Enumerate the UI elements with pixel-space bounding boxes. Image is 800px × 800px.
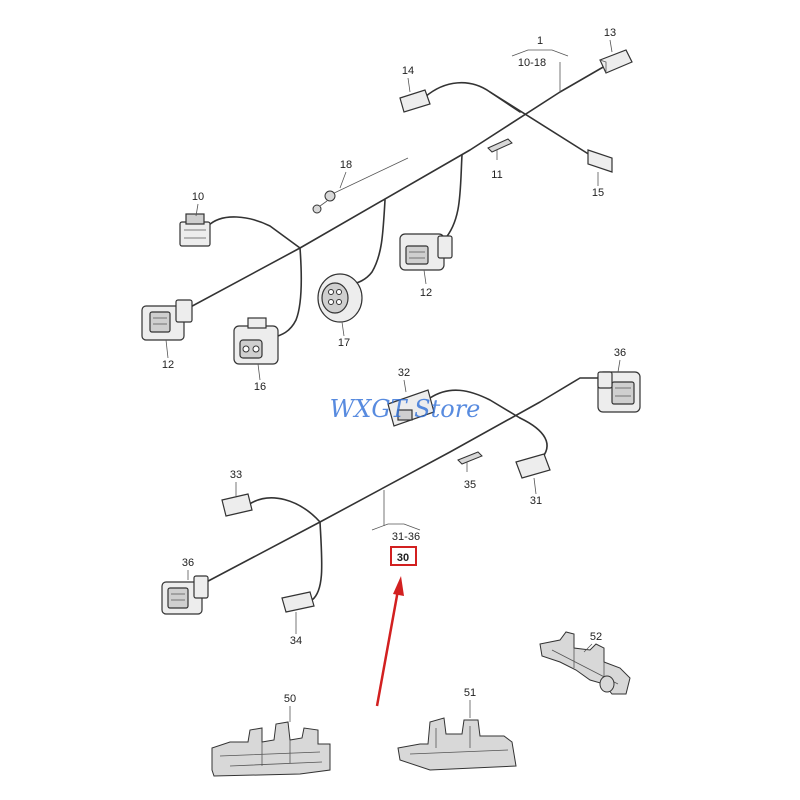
lower-harness-branch-34 xyxy=(311,521,323,601)
label-part-35: 35 xyxy=(464,479,476,491)
connector-34 xyxy=(281,591,315,613)
label-part-34: 34 xyxy=(290,635,302,647)
label-part-1: 1 xyxy=(537,35,543,47)
label-part-31: 31 xyxy=(530,495,542,507)
label-part-12-left: 12 xyxy=(162,359,174,371)
label-range-31-36: 31-36 xyxy=(392,531,420,543)
label-part-33: 33 xyxy=(230,469,242,481)
label-part-17: 17 xyxy=(338,337,350,349)
upper-harness-branch-14 xyxy=(424,81,521,113)
clip-35 xyxy=(457,451,483,465)
connector-12-left xyxy=(141,299,193,341)
highlight-box-30 xyxy=(390,546,417,566)
label-part-13: 13 xyxy=(604,27,616,39)
connector-33 xyxy=(221,493,253,517)
connector-36-left xyxy=(161,575,209,615)
label-part-36-right: 36 xyxy=(614,347,626,359)
label-part-36-left: 36 xyxy=(182,557,194,569)
label-part-32: 32 xyxy=(398,367,410,379)
upper-harness-branch-16 xyxy=(271,247,302,339)
bracket-10-18 xyxy=(511,49,569,57)
connector-16 xyxy=(233,317,279,365)
cable-tie-18 xyxy=(312,190,336,214)
connector-36-right xyxy=(597,371,641,413)
label-range-10-18: 10-18 xyxy=(518,57,546,69)
connector-14 xyxy=(399,89,431,113)
label-part-15: 15 xyxy=(592,187,604,199)
red-arrow-icon xyxy=(375,576,404,707)
watermark-text: WXGT Store xyxy=(330,395,481,423)
lower-harness-branch-33 xyxy=(247,497,321,523)
upper-harness-branch-17 xyxy=(349,199,386,286)
label-part-16: 16 xyxy=(254,381,266,393)
lower-harness-branch-32 xyxy=(429,389,521,419)
connector-12-right xyxy=(399,233,453,271)
upper-harness-branch-10 xyxy=(207,216,301,249)
cable-tie-18-strap xyxy=(329,157,409,196)
label-part-11: 11 xyxy=(491,169,502,181)
label-part-51: 51 xyxy=(464,687,476,699)
clip-11 xyxy=(487,138,513,153)
label-part-14: 14 xyxy=(402,65,414,77)
label-part-10: 10 xyxy=(192,191,204,203)
bracket-31-36 xyxy=(371,523,421,531)
connector-10 xyxy=(179,213,211,247)
label-part-30: 30 xyxy=(397,552,409,564)
connector-17 xyxy=(317,273,363,323)
clip-52 xyxy=(539,631,631,695)
label-part-52: 52 xyxy=(590,631,602,643)
clip-50 xyxy=(211,721,331,777)
connector-13 xyxy=(599,49,633,74)
clip-51 xyxy=(397,717,517,771)
upper-harness-branch-15 xyxy=(489,91,591,156)
label-part-50: 50 xyxy=(284,693,296,705)
connector-32 xyxy=(387,389,435,427)
lower-harness-main-wire xyxy=(194,377,599,589)
label-part-18: 18 xyxy=(340,159,352,171)
upper-harness-main-wire xyxy=(169,65,606,319)
upper-harness xyxy=(141,49,633,365)
lower-harness xyxy=(161,371,641,615)
upper-harness-branch-12 xyxy=(443,154,463,241)
connector-15 xyxy=(587,149,613,173)
connector-31 xyxy=(515,453,551,479)
label-part-12-right: 12 xyxy=(420,287,432,299)
